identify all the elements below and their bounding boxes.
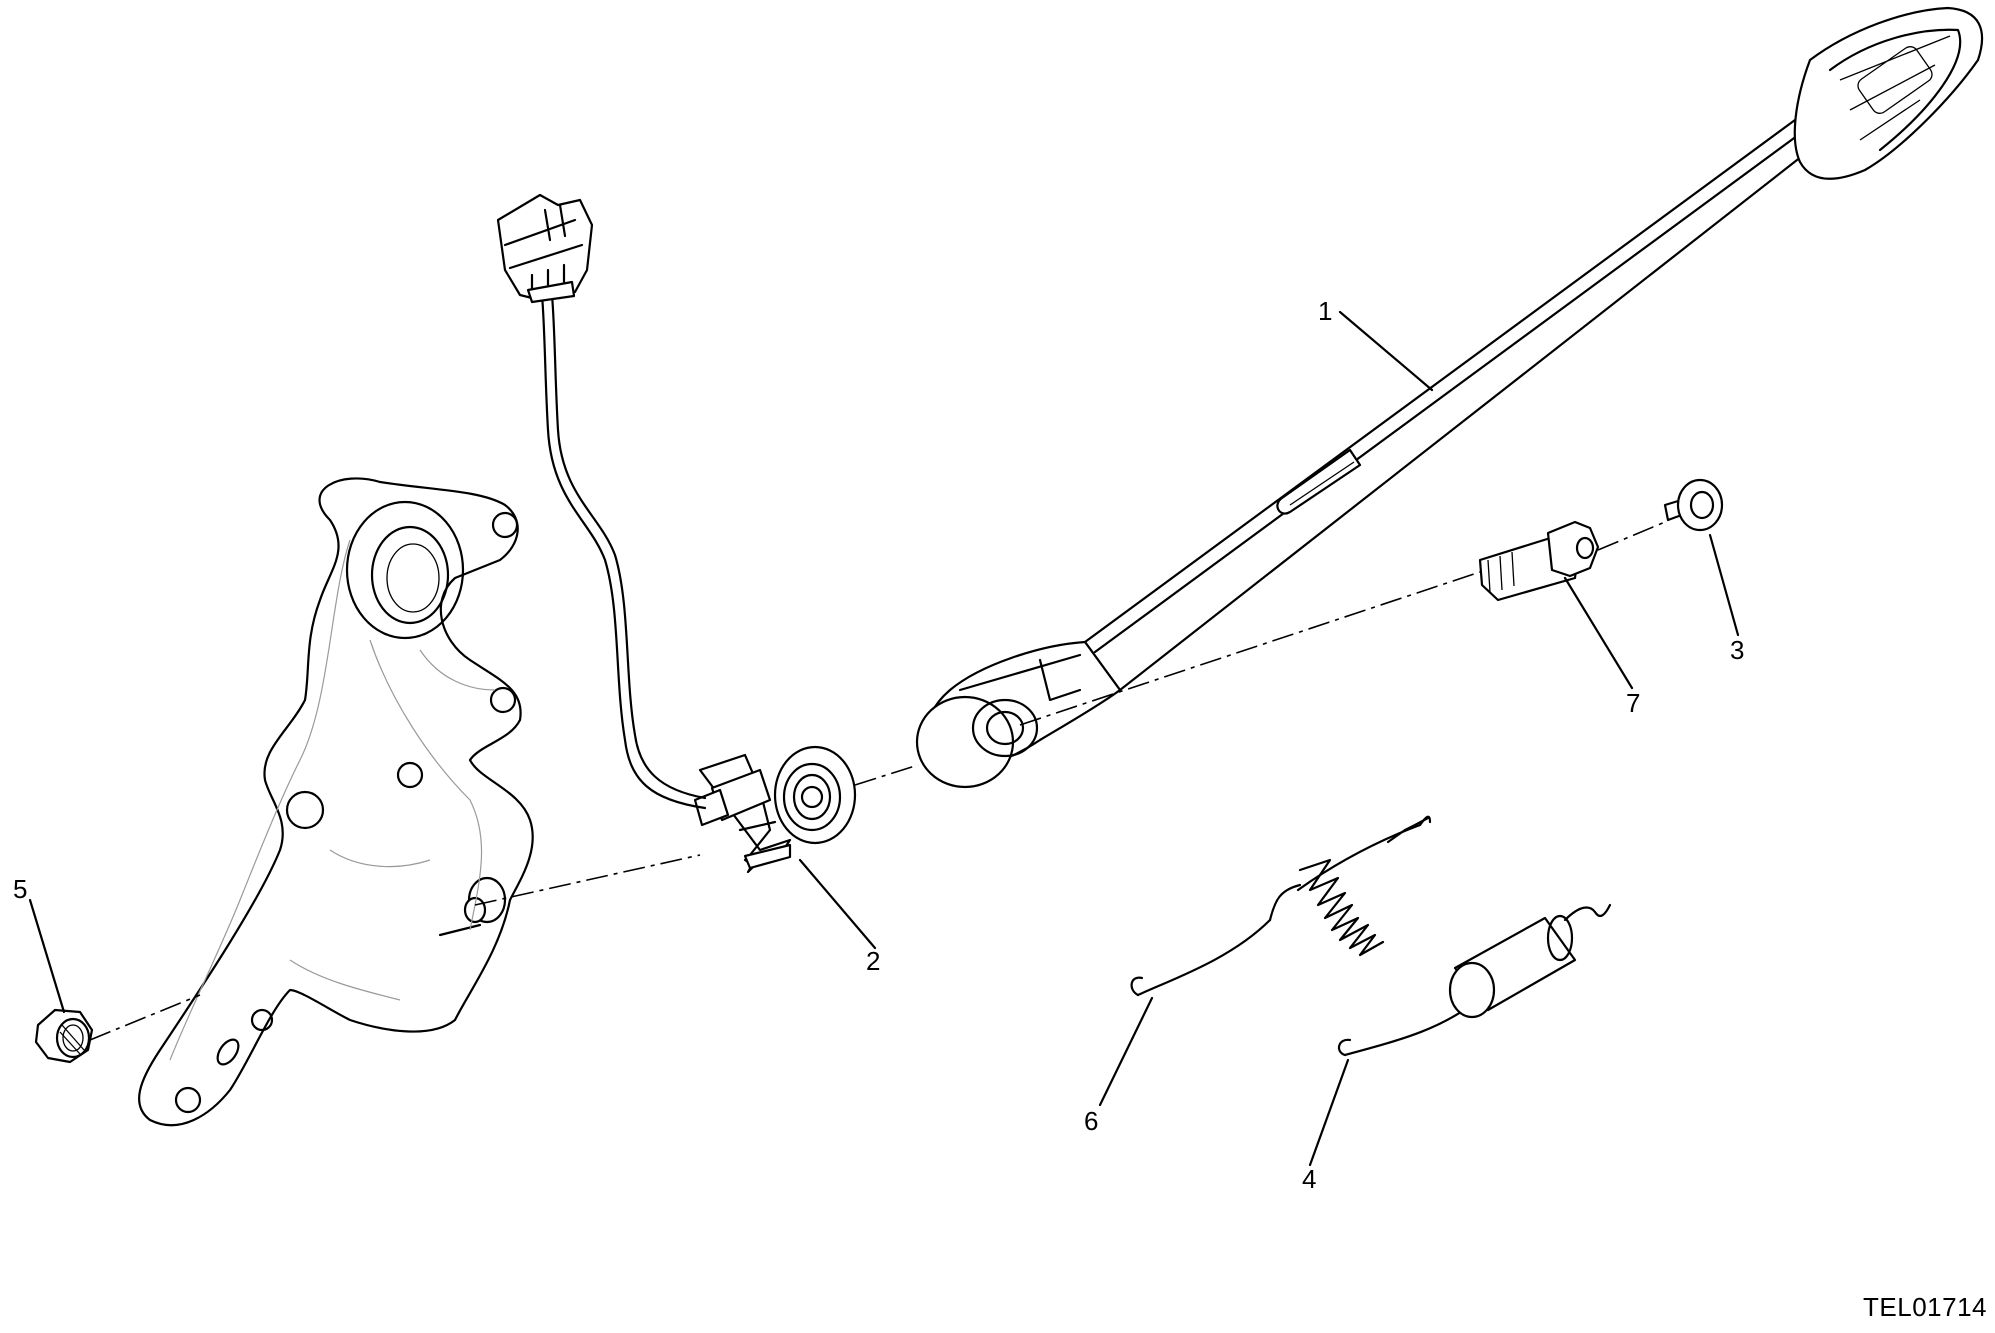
callout-3: 3 [1730,635,1745,665]
callout-2: 2 [866,946,881,976]
frame-bracket [138,477,534,1127]
callout-4: 4 [1302,1164,1317,1194]
wire-harness [496,193,707,810]
drawing-code: TEL01714 [1863,1292,1987,1322]
callout-leader-lines [28,310,1740,1167]
callout-6: 6 [1084,1106,1099,1136]
screw-part-3 [1663,478,1724,532]
side-stand-part-1 [915,6,1984,789]
side-stand-switch-part-2 [693,745,857,874]
callout-1: 1 [1318,296,1333,326]
callout-7: 7 [1626,688,1641,718]
spring-part-4 [1337,903,1612,1057]
nut-part-5 [34,1008,94,1064]
spring-part-6 [1130,815,1432,997]
assembly-centerlines [89,521,1666,1041]
pivot-bolt-part-7 [1478,520,1600,602]
callout-5: 5 [13,874,28,904]
